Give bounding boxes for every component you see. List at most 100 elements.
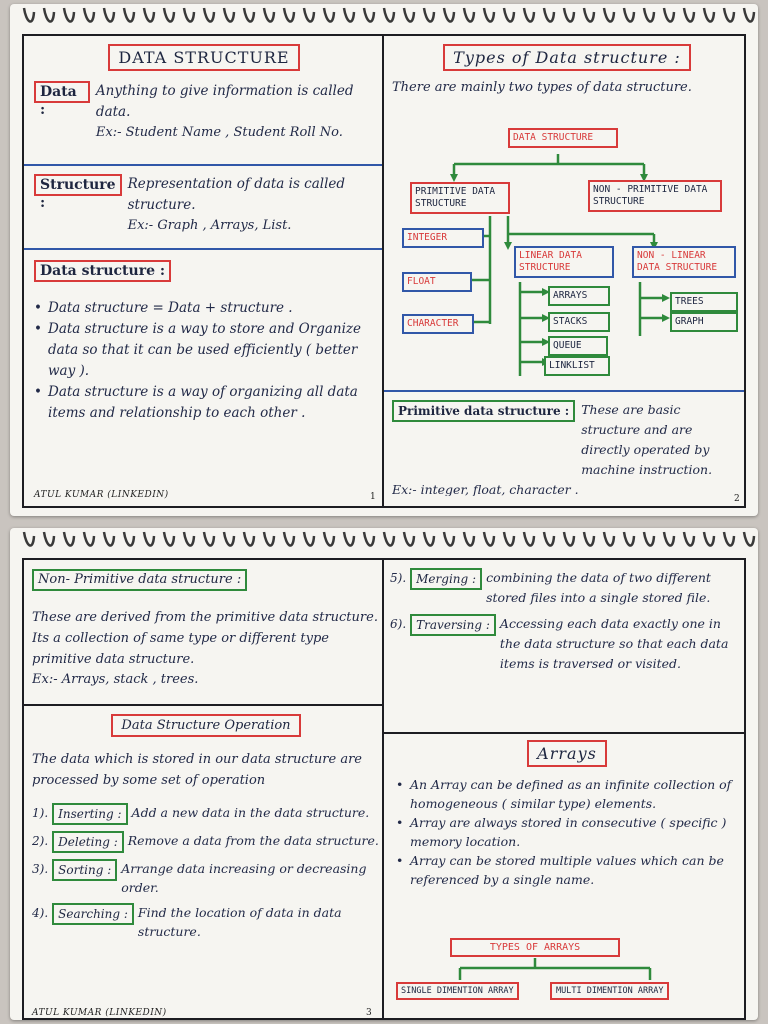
footer-author: ATUL KUMAR (LINKEDIN) [34, 490, 169, 500]
data-label: Data : [34, 81, 90, 118]
spiral-loop [382, 7, 396, 23]
data-structure-section: Data structure : Data structure = Data +… [34, 260, 374, 480]
single-dimension-array: SINGLE DIMENTION ARRAY [396, 982, 519, 1000]
tree-node-trees: TREES [670, 292, 738, 312]
operation-item: 4).Searching :Find the location of data … [32, 903, 380, 941]
operation-text: combining the data of two different stor… [486, 570, 711, 605]
divider [24, 704, 382, 706]
primitive-definition-text: These are basic structure and are direct… [581, 402, 713, 477]
spiral-loop [722, 531, 736, 547]
spiral-loop [262, 7, 276, 23]
spiral-loop [522, 531, 536, 547]
spiral-loop [322, 7, 336, 23]
list-item: Array can be stored multiple values whic… [396, 851, 744, 889]
spiral-loop [742, 531, 756, 547]
primitive-definition-section: Primitive data structure : These are bas… [392, 400, 742, 496]
spiral-loop [702, 531, 716, 547]
tree-node-stacks: STACKS [548, 312, 610, 332]
spiral-binding [22, 7, 756, 23]
spiral-loop [402, 531, 416, 547]
spiral-loop [202, 7, 216, 23]
spiral-loop [182, 7, 196, 23]
tree-node-character: CHARACTER [402, 314, 474, 334]
list-item: Data structure = Data + structure . [34, 298, 374, 319]
divider [24, 164, 382, 166]
page-number: 2 [734, 494, 740, 504]
operation-label: Merging : [410, 568, 483, 590]
spiral-loop [542, 531, 556, 547]
structure-example: Ex:- Graph , Arrays, List. [127, 218, 292, 233]
spiral-loop [602, 531, 616, 547]
tree-node-linklist: LINKLIST [544, 356, 610, 376]
spiral-loop [402, 7, 416, 23]
spiral-loop [82, 7, 96, 23]
operation-item: 6).Traversing :Accessing each data exact… [390, 614, 744, 674]
tree-node-primitive: PRIMITIVE DATA STRUCTURE [410, 182, 510, 214]
spiral-loop [482, 531, 496, 547]
operation-label: Traversing : [410, 614, 496, 636]
spiral-binding [22, 531, 756, 547]
spiral-loop [142, 7, 156, 23]
spiral-loop [682, 531, 696, 547]
operations-title: Data Structure Operation [111, 714, 301, 737]
spiral-loop [722, 7, 736, 23]
spiral-loop [42, 531, 56, 547]
tree-node-integer: INTEGER [402, 228, 484, 248]
operation-number: 3). [32, 862, 49, 876]
spiral-loop [302, 531, 316, 547]
spiral-loop [22, 531, 36, 547]
divider [382, 34, 384, 508]
data-structure-label: Data structure : [34, 260, 172, 282]
operation-text: Remove a data from the data structure. [127, 833, 379, 848]
operation-label: Inserting : [52, 803, 128, 825]
page-number: 1 [370, 492, 376, 502]
spiral-loop [222, 7, 236, 23]
spiral-loop [42, 7, 56, 23]
spiral-loop [582, 7, 596, 23]
operations-intro: The data which is stored in our data str… [32, 752, 362, 788]
non-primitive-example: Ex:- Arrays, stack , trees. [32, 672, 199, 687]
tree-node-non-primitive: NON - PRIMITIVE DATA STRUCTURE [588, 180, 722, 212]
spiral-loop [462, 531, 476, 547]
spiral-loop [582, 531, 596, 547]
footer-author: ATUL KUMAR (LINKEDIN) [32, 1008, 167, 1018]
structure-label: Structure : [34, 174, 122, 211]
operation-number: 6). [390, 617, 407, 631]
tree-node-root: DATA STRUCTURE [508, 128, 618, 148]
types-header: Types of Data structure : There are main… [392, 44, 742, 104]
spiral-loop [562, 531, 576, 547]
operation-text: Add a new data in the data structure. [131, 805, 370, 820]
data-definition-text: Anything to give information is called d… [95, 83, 354, 120]
spiral-loop [642, 531, 656, 547]
spiral-loop [662, 7, 676, 23]
spiral-loop [362, 531, 376, 547]
spiral-loop [742, 7, 756, 23]
operation-item: 5).Merging :combining the data of two di… [390, 568, 744, 608]
spiral-loop [642, 7, 656, 23]
page-frame [22, 558, 746, 1020]
operation-item: 3).Sorting :Arrange data increasing or d… [32, 859, 380, 897]
list-item: Array are always stored in consecutive (… [396, 813, 744, 851]
types-of-arrays-box: TYPES OF ARRAYS [450, 938, 620, 957]
spiral-loop [522, 7, 536, 23]
page-number: 3 [366, 1008, 372, 1018]
tree-node-linear: LINEAR DATA STRUCTURE [514, 246, 614, 278]
spiral-loop [102, 7, 116, 23]
spiral-loop [62, 7, 76, 23]
tree-node-queue: QUEUE [548, 336, 608, 356]
spiral-loop [482, 7, 496, 23]
arrays-section: Arrays An Array can be defined as an inf… [390, 740, 744, 1014]
arrays-title: Arrays [527, 740, 607, 767]
spiral-loop [442, 7, 456, 23]
spiral-loop [602, 7, 616, 23]
non-primitive-section: Non- Primitive data structure : These ar… [32, 568, 378, 702]
data-definition-section: DATA STRUCTURE Data : Anything to give i… [34, 44, 374, 162]
multi-dimension-array: MULTI DIMENTION ARRAY [550, 982, 670, 1000]
data-example: Ex:- Student Name , Student Roll No. [95, 125, 343, 140]
spiral-loop [162, 7, 176, 23]
spiral-loop [422, 531, 436, 547]
operation-label: Sorting : [52, 859, 118, 881]
operations-section: Data Structure Operation The data which … [32, 714, 380, 1004]
spiral-loop [202, 531, 216, 547]
divider [384, 390, 744, 392]
